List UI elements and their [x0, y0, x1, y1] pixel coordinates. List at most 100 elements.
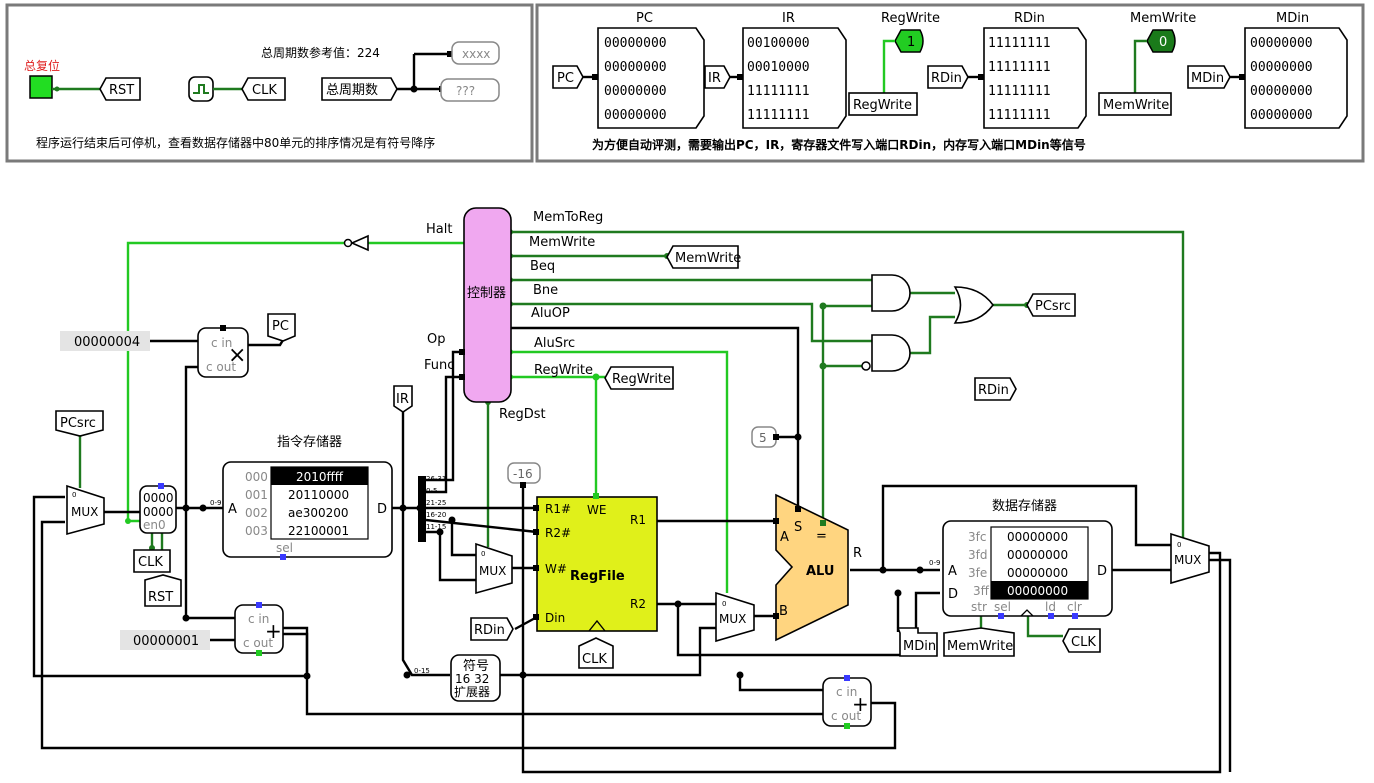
pc-mux: MUX 0: [66, 484, 105, 536]
svg-text:总周期数: 总周期数: [326, 83, 378, 98]
tunnel-regwrite-probe: [848, 92, 918, 116]
label-memwrite: MemWrite: [529, 235, 595, 250]
svg-text:???: ???: [456, 84, 475, 98]
svg-text:控制器: 控制器: [467, 286, 506, 301]
svg-text:00000000: 00000000: [604, 60, 667, 75]
svg-text:W#: W#: [545, 562, 567, 576]
alusrc-mux: MUX 0: [715, 591, 755, 643]
const-1: 00000001: [120, 630, 210, 650]
rdin-probe: [983, 27, 1087, 129]
svg-text:00000000: 00000000: [604, 36, 667, 51]
label-regdst: RegDst: [499, 407, 546, 422]
svg-text:00100000: 00100000: [747, 36, 810, 51]
tunnel-pcsrc-out: [1026, 293, 1076, 317]
svg-text:WE: WE: [587, 503, 606, 517]
ir-probe-title: IR: [782, 11, 795, 26]
reset-button[interactable]: [29, 75, 53, 99]
svg-text:11111111: 11111111: [747, 108, 810, 123]
svg-text:str: str: [971, 600, 987, 614]
svg-text:B: B: [779, 604, 788, 619]
svg-text:c out: c out: [206, 360, 236, 374]
tunnel-pc-probe: [552, 65, 584, 89]
tunnel-rst: [99, 77, 141, 101]
rdin-probe-title: RDin: [1014, 11, 1045, 26]
clock-source[interactable]: [188, 76, 214, 102]
tunnel-clk-pc: [133, 549, 171, 573]
svg-text:00000000: 00000000: [604, 84, 667, 99]
memwrite-led: [1146, 29, 1176, 53]
svg-text:16-20: 16-20: [426, 511, 446, 519]
svg-text:MemWrite: MemWrite: [675, 251, 741, 266]
tunnel-clk-mem: [1062, 628, 1101, 653]
svg-text:00000000: 00000000: [1250, 60, 1313, 75]
svg-text:A: A: [780, 530, 789, 545]
memwrite-probe-title: MemWrite: [1130, 11, 1196, 26]
svg-text:002: 002: [245, 506, 268, 520]
const-4: 00000004: [60, 331, 150, 351]
svg-text:0000: 0000: [143, 505, 174, 519]
top-right-panel: PC 00000000 00000000 00000000 00000000 P…: [535, 3, 1365, 163]
tunnel-rdin-probe: [927, 65, 969, 89]
svg-text:00000000: 00000000: [1007, 584, 1068, 598]
const-minus16: -16: [507, 462, 541, 488]
svg-text:0000: 0000: [143, 491, 174, 505]
clock-wave-icon: [193, 84, 209, 94]
svg-text:RST: RST: [109, 83, 134, 98]
svg-text:RST: RST: [148, 590, 173, 605]
label-aluop: AluOP: [531, 306, 570, 321]
regwrite-probe-title: RegWrite: [881, 11, 940, 26]
svg-text:A: A: [948, 564, 957, 579]
tunnel-rdin-in: [470, 617, 514, 641]
svg-text:ALU: ALU: [806, 564, 834, 579]
svg-text:Din: Din: [545, 611, 565, 625]
svg-text:clr: clr: [1067, 600, 1082, 614]
svg-text:CLK: CLK: [252, 83, 277, 98]
svg-text:-16: -16: [513, 467, 533, 481]
svg-text:00000000: 00000000: [1007, 566, 1068, 580]
svg-text:R1: R1: [630, 513, 646, 527]
eval-note: 为方便自动评测，需要输出PC，IR，寄存器文件写入端口RDin，内存写入端口MD…: [592, 137, 1086, 152]
svg-text:CLK: CLK: [1071, 635, 1096, 650]
svg-text:MUX: MUX: [719, 612, 746, 626]
ir-splitter: 26-31 0-5 21-25 16-20 11-15: [418, 475, 446, 542]
svg-text:3fe: 3fe: [968, 566, 987, 580]
svg-text:MUX: MUX: [479, 564, 506, 578]
data-memory: 数据存储器 3fc 00000000 3fd 00000000 3fe 0000…: [929, 499, 1113, 619]
label-halt: Halt: [426, 222, 452, 237]
svg-text:0: 0: [722, 600, 726, 608]
svg-text:PCsrc: PCsrc: [1035, 299, 1071, 314]
svg-text:R1#: R1#: [545, 502, 571, 516]
mdin-probe-title: MDin: [1276, 11, 1309, 26]
pc-plus1-adder: c in c out +: [234, 602, 284, 656]
svg-text:IR: IR: [396, 392, 409, 407]
svg-text:MUX: MUX: [1174, 553, 1201, 567]
or-gate-pcsrc: [953, 286, 994, 324]
svg-text:00000000: 00000000: [1250, 108, 1313, 123]
label-regwrite: RegWrite: [534, 363, 593, 378]
svg-text:00000000: 00000000: [604, 108, 667, 123]
tunnel-mdin-probe: [1187, 65, 1231, 89]
label-op: Op: [427, 332, 445, 347]
svg-text:26-31: 26-31: [426, 475, 446, 483]
svg-text:16 32: 16 32: [455, 672, 489, 686]
svg-text:A: A: [228, 502, 237, 517]
reset-label: 总复位: [24, 58, 60, 73]
tunnel-memwrite-in: [943, 627, 1015, 657]
svg-text:00000000: 00000000: [1250, 84, 1313, 99]
svg-text:21-25: 21-25: [426, 499, 446, 507]
svg-text:CLK: CLK: [582, 652, 607, 667]
tunnel-memwrite-out: [666, 245, 739, 269]
svg-text:003: 003: [245, 524, 268, 538]
and-gate-beq: [871, 274, 911, 312]
tunnel-rdin-floating: [974, 377, 1017, 401]
svg-text:sel: sel: [276, 541, 293, 555]
svg-text:PC: PC: [557, 71, 574, 86]
svg-text:0-15: 0-15: [414, 667, 430, 675]
svg-text:MDin: MDin: [903, 639, 936, 654]
svg-text:0: 0: [1177, 541, 1181, 549]
tunnel-clk-regfile: [578, 637, 614, 669]
svg-text:00000000: 00000000: [1007, 548, 1068, 562]
svg-text:PC: PC: [272, 319, 289, 334]
pc-plus4-adder: c in c out ×: [197, 325, 249, 378]
svg-text:22100001: 22100001: [288, 524, 349, 538]
